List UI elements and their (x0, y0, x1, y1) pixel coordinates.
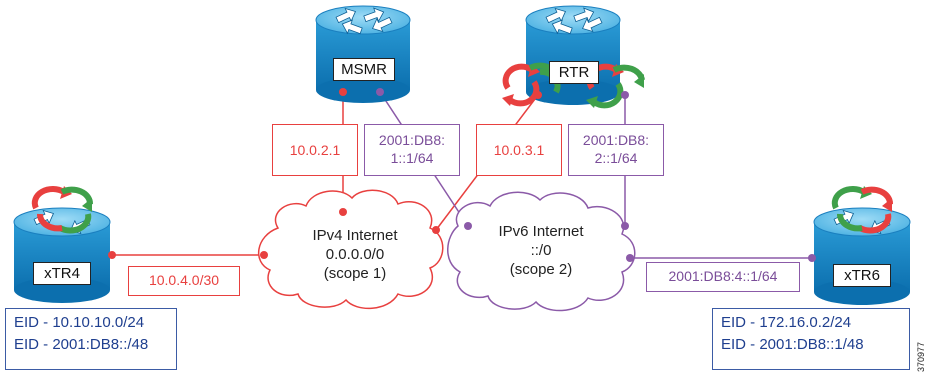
msmr-label: MSMR (333, 58, 395, 81)
ipv6-cloud-title: IPv6 Internet (498, 223, 584, 240)
xtr6-reencap-icon (831, 185, 893, 234)
xtr4-eid-ipv4: EID - 10.10.10.0/24 (14, 314, 145, 331)
figure-id: 370977 (916, 341, 926, 372)
ipv6-cloud-scope: (scope 2) (509, 261, 573, 278)
ipv4-cloud-title: IPv4 Internet (312, 227, 398, 244)
xtr6-eid-box: EID - 172.16.0.2/24 EID - 2001:DB8::1/48 (712, 308, 910, 370)
dot-rtr-ipv6 (621, 91, 629, 99)
ipv6-cloud-text: IPv6 Internet ::/0 (scope 2) (476, 222, 606, 279)
xtr6-ipv6-address: 2001:DB8:4::1/64 (646, 262, 800, 292)
dot-ipv4-right (432, 226, 440, 234)
xtr4-ipv4-text: 10.0.4.0/30 (148, 272, 220, 288)
xtr6-ipv6-text: 2001:DB8:4::1/64 (668, 268, 778, 284)
rtr-ipv6-address: 2001:DB8: 2::1/64 (568, 124, 664, 176)
xtr4-ipv4-address: 10.0.4.0/30 (128, 266, 240, 296)
router-rtr (525, 4, 621, 105)
ipv6-cloud-prefix: ::/0 (530, 242, 552, 259)
xtr4-label: xTR4 (33, 262, 91, 285)
rtr-ipv4-text: 10.0.3.1 (493, 142, 545, 158)
msmr-ipv4-text: 10.0.2.1 (289, 142, 341, 158)
router-xtr4 (13, 206, 111, 303)
dot-xtr4 (108, 251, 116, 259)
xtr4-reencap-icon (31, 185, 93, 234)
rtr-ipv6-line2: 2::1/64 (594, 150, 638, 166)
dot-msmr-ipv6 (376, 88, 384, 96)
dot-ipv6-right (626, 254, 634, 262)
ipv4-cloud (257, 189, 444, 310)
ipv4-cloud-scope: (scope 1) (323, 265, 387, 282)
dot-ipv4-top (339, 208, 347, 216)
rtr-ipv6-line1: 2001:DB8: (582, 132, 650, 148)
msmr-ipv6-line1: 2001:DB8: (378, 132, 446, 148)
dot-ipv6-top (621, 222, 629, 230)
router-xtr6 (813, 206, 911, 305)
xtr6-eid-ipv4: EID - 172.16.0.2/24 (721, 314, 852, 331)
dot-rtr-ipv4 (534, 91, 542, 99)
xtr6-eid-ipv6: EID - 2001:DB8::1/48 (721, 336, 864, 353)
xtr4-eid-box: EID - 10.10.10.0/24 EID - 2001:DB8::/48 (5, 308, 177, 370)
rtr-label: RTR (549, 61, 599, 84)
dot-msmr-ipv4 (339, 88, 347, 96)
rtr-ipv4-address: 10.0.3.1 (476, 124, 562, 176)
dot-ipv6-left (464, 222, 472, 230)
msmr-ipv6-line2: 1::1/64 (390, 150, 434, 166)
dot-ipv4-left (260, 251, 268, 259)
msmr-ipv6-address: 2001:DB8: 1::1/64 (364, 124, 460, 176)
ipv4-cloud-text: IPv4 Internet 0.0.0.0/0 (scope 1) (290, 226, 420, 283)
ipv6-cloud (447, 191, 636, 312)
xtr6-label: xTR6 (833, 264, 891, 287)
router-msmr (315, 4, 411, 103)
msmr-ipv4-address: 10.0.2.1 (272, 124, 358, 176)
dot-xtr6 (808, 254, 816, 262)
xtr4-eid-ipv6: EID - 2001:DB8::/48 (14, 336, 149, 353)
ipv4-cloud-prefix: 0.0.0.0/0 (325, 246, 385, 263)
